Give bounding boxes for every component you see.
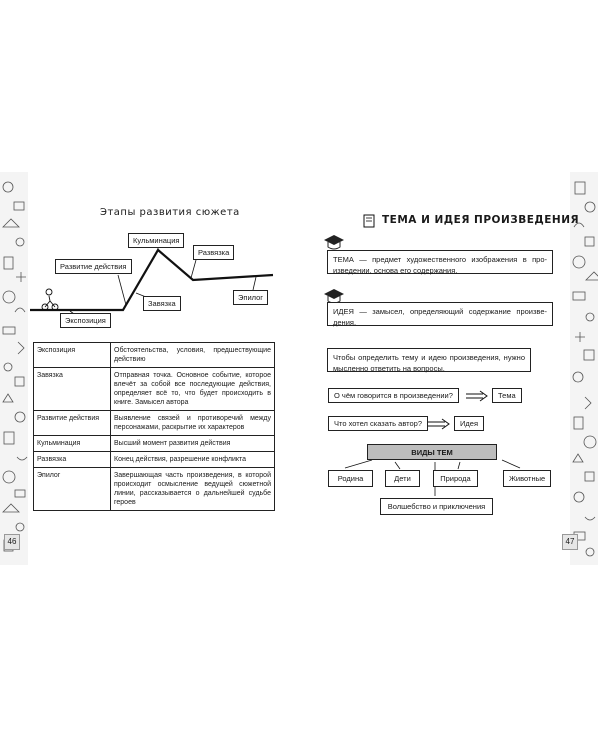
instruction-box: Чтобы определить тему и идею произведени… [327,348,531,373]
theme-type-item: Дети [385,470,420,487]
table-cell-term: Завязка [33,367,111,411]
plot-label-exposition: Экспозиция [60,313,111,328]
table-cell-term: Развитие действия [33,410,111,436]
table-row: Кульминация Высший момент развития дейст… [33,435,275,452]
plot-label-denouement: Развязка [193,245,235,260]
plot-label-complication: Завязка [143,296,181,311]
question-box-theme: О чём говорится в произведении? [328,388,459,403]
page-number-right: 47 [562,534,578,550]
graduation-cap-icon [324,235,344,250]
table-cell-term: Эпилог [33,467,111,511]
table-row: Экспозиция Обстоятельства, условия, пред… [33,342,275,368]
table-cell-description: Конец действия, разрешение конфликта [110,451,275,468]
table-row: Завязка Отправная точка. Основное событи… [33,367,275,411]
theme-type-item: Волшебство и приключения [380,498,493,515]
cyclist-doodle-icon [41,288,59,311]
table-cell-term: Кульминация [33,435,111,452]
double-arrow-icon [428,418,450,430]
left-page-title: Этапы развития сюжета [100,207,240,218]
table-cell-description: Завершающая часть произведения, в которо… [110,467,275,511]
theme-definition-box: ТЕМА — предмет художественного изображен… [327,250,553,275]
table-row: Развитие действия Выявление связей и про… [33,410,275,436]
table-cell-description: Выявление связей и противоречий меж­ду п… [110,410,275,436]
right-page-title: ТЕМА И ИДЕЯ ПРОИЗВЕДЕНИЯ [382,214,580,226]
table-cell-description: Обстоятельства, условия, предшеству­ющие… [110,342,275,368]
decorative-doodle-border-left [0,172,28,565]
theme-type-item: Природа [433,470,478,487]
theme-types-header: ВИДЫ ТЕМ [367,444,497,460]
table-cell-description: Высший момент развития действия [110,435,275,452]
table-cell-term: Развязка [33,451,111,468]
table-cell-description: Отправная точка. Основное событие, котор… [110,367,275,411]
table-row: Развязка Конец действия, разрешение конф… [33,451,275,468]
table-row: Эпилог Завершающая часть произведения, в… [33,467,275,511]
table-cell-term: Экспозиция [33,342,111,368]
theme-type-item: Животные [503,470,551,487]
book-icon [363,214,375,228]
page-number-left: 46 [4,534,20,550]
question-box-idea: Что хотел сказать автор? [328,416,429,431]
theme-type-item: Родина [328,470,373,487]
plot-line-diagram [30,248,274,318]
plot-stages-table: Экспозиция Обстоятельства, условия, пред… [33,342,275,511]
answer-box-idea: Идея [454,416,484,431]
plot-label-rising-action: Развитие действия [55,259,132,274]
decorative-doodle-border-right [570,172,598,565]
double-arrow-icon [466,390,488,402]
plot-label-epilogue: Эпилог [233,290,269,305]
plot-label-climax: Кульминация [128,233,185,248]
answer-box-theme: Тема [492,388,522,403]
idea-definition-box: ИДЕЯ — замысел, определяющий содержание … [327,302,553,327]
